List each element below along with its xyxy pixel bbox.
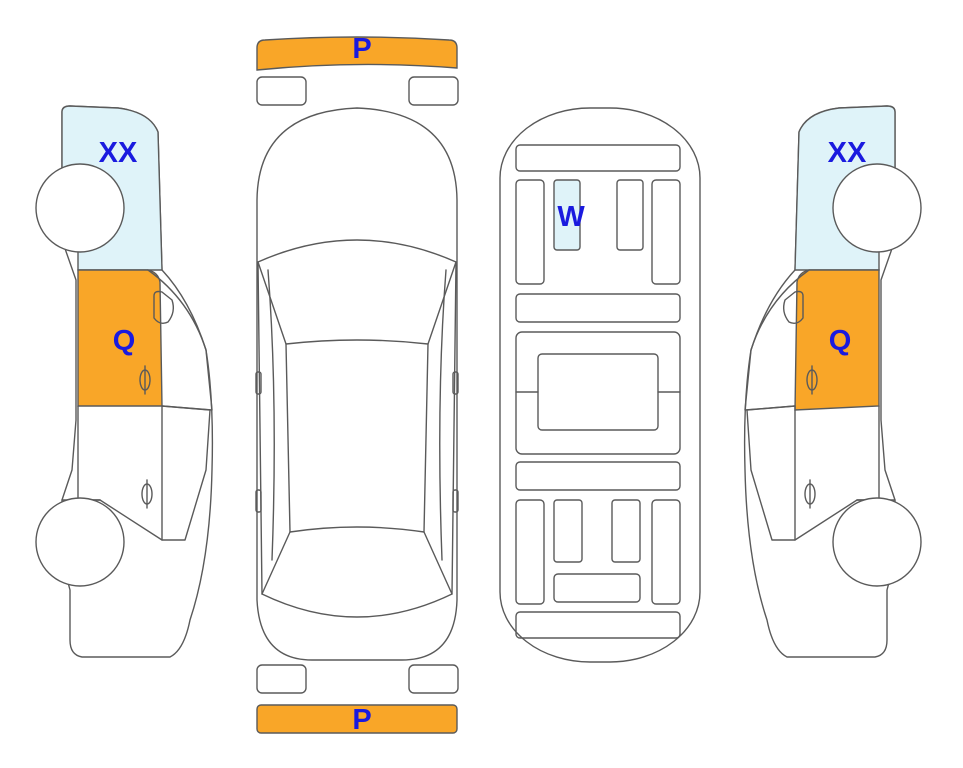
underbody-rear-left-panel xyxy=(553,499,583,563)
top-body-outline xyxy=(256,107,458,661)
underbody-front-right-rail xyxy=(651,179,681,285)
right-side-view: XX Q xyxy=(743,105,922,658)
left-side-view: XX Q xyxy=(35,105,214,658)
top-rear-window xyxy=(261,531,453,618)
underbody-outline xyxy=(499,107,701,663)
top-view: P P xyxy=(255,33,459,736)
underbody-rear-center xyxy=(553,573,641,603)
right-mirror xyxy=(782,290,804,325)
underbody-rear-right-panel xyxy=(611,499,641,563)
underbody-center-frame xyxy=(515,331,681,455)
right-front-door-handle xyxy=(806,365,818,395)
underbody-cross-member-1 xyxy=(515,293,681,323)
front-bumper-label: P xyxy=(352,33,371,65)
rear-bumper-label: P xyxy=(352,704,371,736)
right-front-wheel xyxy=(832,163,922,253)
underbody-label: W xyxy=(557,201,585,233)
left-windshield-line xyxy=(147,269,213,411)
underbody-front-left-panel xyxy=(553,179,581,251)
right-fender-label: XX xyxy=(828,137,867,169)
top-left-mirror xyxy=(255,371,262,395)
left-rear-window xyxy=(161,405,211,541)
underbody-view: W xyxy=(499,107,701,663)
top-left-rear-handle xyxy=(255,489,262,513)
left-fender-label: XX xyxy=(99,137,138,169)
underbody-cross-member-2 xyxy=(515,461,681,491)
underbody-front-beam xyxy=(515,144,681,172)
right-rear-door-handle xyxy=(804,479,816,509)
left-mirror xyxy=(153,290,175,325)
rear-right-light xyxy=(408,664,459,694)
left-front-wheel xyxy=(35,163,125,253)
top-right-side xyxy=(451,261,457,595)
top-left-side xyxy=(257,261,263,595)
front-bumper xyxy=(256,36,458,71)
left-door-label: Q xyxy=(113,325,136,357)
top-roof xyxy=(285,343,429,533)
right-rear-window xyxy=(746,405,796,541)
right-windshield-line xyxy=(744,269,810,411)
top-right-rear-handle xyxy=(452,489,459,513)
right-rear-wheel xyxy=(832,497,922,587)
rear-left-light xyxy=(256,664,307,694)
left-rear-door-handle xyxy=(141,479,153,509)
underbody-rear-beam xyxy=(515,611,681,639)
rear-bumper xyxy=(256,704,458,734)
left-front-door-handle xyxy=(139,365,151,395)
front-right-light xyxy=(408,76,459,106)
right-door-label: Q xyxy=(829,325,852,357)
underbody-rear-left-rail xyxy=(515,499,545,605)
left-rear-wheel xyxy=(35,497,125,587)
underbody-front-left-rail xyxy=(515,179,545,285)
top-windshield xyxy=(257,239,457,345)
underbody-center-panel xyxy=(537,353,659,431)
top-right-mirror xyxy=(452,371,459,395)
underbody-front-right-panel xyxy=(616,179,644,251)
top-left-a-pillar xyxy=(267,269,275,561)
underbody-rear-right-rail xyxy=(651,499,681,605)
front-left-light xyxy=(256,76,307,106)
top-right-a-pillar xyxy=(439,269,447,561)
